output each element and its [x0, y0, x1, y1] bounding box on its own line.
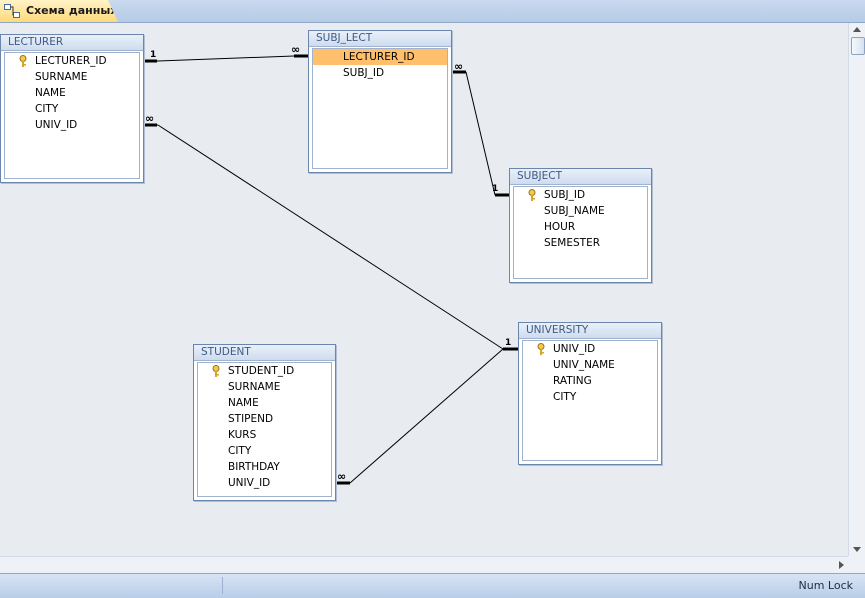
primary-key-icon [528, 189, 536, 201]
field-row[interactable]: UNIV_ID [5, 117, 139, 133]
field-name: SEMESTER [544, 237, 601, 249]
field-name: LECTURER_ID [35, 55, 107, 67]
table-title[interactable]: LECTURER [1, 35, 143, 51]
field-list: UNIV_ID UNIV_NAME RATING CITY [522, 340, 658, 461]
field-name: SURNAME [35, 71, 88, 83]
primary-key-icon [537, 343, 545, 355]
table-student[interactable]: STUDENT STUDENT_ID SURNAME NAME STIPEND … [193, 344, 336, 501]
field-row[interactable]: NAME [5, 85, 139, 101]
relationships-icon [4, 4, 20, 18]
field-name: RATING [553, 375, 592, 387]
field-name: STUDENT_ID [228, 365, 295, 377]
field-name: SURNAME [228, 381, 281, 393]
card-one-label: 1 [505, 338, 511, 348]
field-row[interactable]: LECTURER_ID [5, 53, 139, 69]
table-title[interactable]: UNIVERSITY [519, 323, 661, 339]
table-university[interactable]: UNIVERSITY UNIV_ID UNIV_NAME RATING CITY [518, 322, 662, 465]
field-name: SUBJ_NAME [544, 205, 605, 217]
table-title[interactable]: SUBJECT [510, 169, 651, 185]
field-list: SUBJ_ID SUBJ_NAME HOUR SEMESTER [513, 186, 648, 279]
field-row[interactable]: SURNAME [5, 69, 139, 85]
table-title[interactable]: STUDENT [194, 345, 335, 361]
field-row-selected[interactable]: LECTURER_ID [313, 49, 447, 65]
table-title[interactable]: SUBJ_LECT [309, 31, 451, 47]
field-row[interactable]: RATING [523, 373, 657, 389]
document-tab-strip: Схема данных [0, 0, 865, 23]
scroll-right-arrow-icon[interactable] [839, 561, 844, 569]
field-name: CITY [228, 445, 252, 457]
field-row[interactable]: SUBJ_ID [313, 65, 447, 81]
field-row[interactable]: UNIV_ID [198, 475, 331, 491]
field-name: CITY [553, 391, 577, 403]
scroll-down-arrow-icon[interactable] [853, 547, 861, 552]
primary-key-icon [19, 55, 27, 67]
field-row[interactable]: KURS [198, 427, 331, 443]
field-row[interactable]: STIPEND [198, 411, 331, 427]
field-name: SUBJ_ID [544, 189, 586, 201]
field-row[interactable]: UNIV_NAME [523, 357, 657, 373]
card-many-label: ∞ [291, 43, 300, 56]
field-name: BIRTHDAY [228, 461, 280, 473]
card-many-label: ∞ [145, 112, 154, 125]
field-row[interactable]: STUDENT_ID [198, 363, 331, 379]
scroll-thumb[interactable] [851, 37, 865, 55]
table-lecturer[interactable]: LECTURER LECTURER_ID SURNAME NAME CITY U… [0, 34, 144, 183]
field-row[interactable]: SUBJ_NAME [514, 203, 647, 219]
field-row[interactable]: CITY [198, 443, 331, 459]
field-name: CITY [35, 103, 59, 115]
field-row[interactable]: SURNAME [198, 379, 331, 395]
card-many-label: ∞ [454, 60, 463, 73]
card-one-label: 1 [492, 184, 498, 194]
field-name: NAME [35, 87, 66, 99]
field-row[interactable]: SUBJ_ID [514, 187, 647, 203]
tab-title: Схема данных [26, 4, 118, 17]
field-name: UNIV_ID [553, 343, 596, 355]
field-name: STIPEND [228, 413, 274, 425]
relationships-canvas[interactable]: 1 ∞ ∞ 1 ∞ 1 ∞ LECTURER LECTURER_ID SURNA… [0, 23, 848, 556]
field-row[interactable]: CITY [523, 389, 657, 405]
relationship-lines: 1 ∞ ∞ 1 ∞ 1 ∞ [143, 43, 518, 485]
field-row[interactable]: CITY [5, 101, 139, 117]
field-row[interactable]: NAME [198, 395, 331, 411]
vertical-scrollbar[interactable] [848, 23, 865, 556]
field-name: HOUR [544, 221, 576, 233]
scroll-up-arrow-icon[interactable] [853, 27, 861, 32]
field-name: SUBJ_ID [343, 67, 385, 79]
field-list: LECTURER_ID SURNAME NAME CITY UNIV_ID [4, 52, 140, 179]
field-name: LECTURER_ID [343, 51, 415, 63]
field-row[interactable]: SEMESTER [514, 235, 647, 251]
field-list: LECTURER_ID SUBJ_ID [312, 48, 448, 169]
num-lock-indicator: Num Lock [798, 579, 854, 592]
field-name: UNIV_ID [35, 119, 78, 131]
horizontal-scrollbar[interactable] [0, 556, 848, 574]
field-name: UNIV_ID [228, 477, 271, 489]
scrollbar-corner [848, 556, 865, 573]
table-subject[interactable]: SUBJECT SUBJ_ID SUBJ_NAME HOUR SEMESTER [509, 168, 652, 283]
table-subj-lect[interactable]: SUBJ_LECT LECTURER_ID SUBJ_ID [308, 30, 452, 173]
card-many-label: ∞ [337, 470, 346, 483]
field-row[interactable]: UNIV_ID [523, 341, 657, 357]
field-list: STUDENT_ID SURNAME NAME STIPEND KURS CIT… [197, 362, 332, 497]
field-name: KURS [228, 429, 257, 441]
field-name: NAME [228, 397, 259, 409]
field-row[interactable]: BIRTHDAY [198, 459, 331, 475]
card-one-label: 1 [150, 50, 156, 60]
relationships-tab[interactable]: Схема данных [0, 0, 118, 22]
field-row[interactable]: HOUR [514, 219, 647, 235]
status-bar: Num Lock [0, 573, 865, 598]
primary-key-icon [212, 365, 220, 377]
status-segment [0, 577, 223, 594]
field-name: UNIV_NAME [553, 359, 615, 371]
status-segment [223, 577, 783, 594]
